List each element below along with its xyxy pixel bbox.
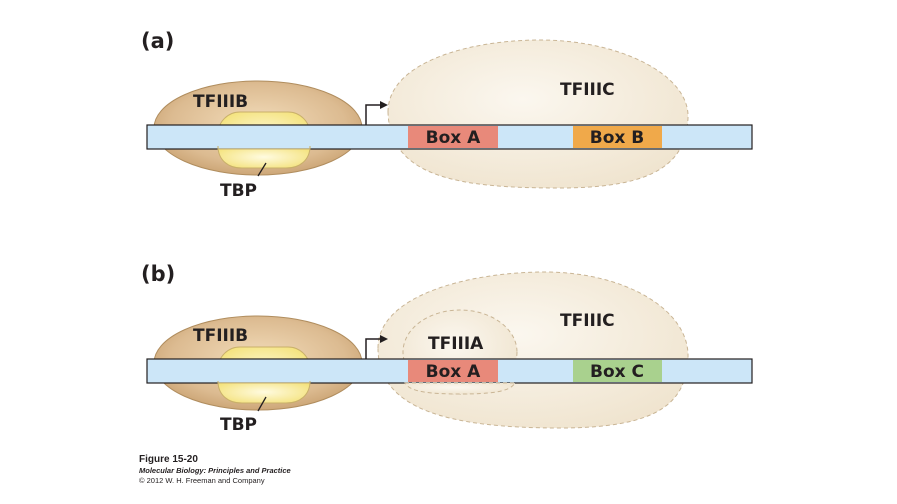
tfiiib-label-b: TFIIIB — [193, 326, 248, 346]
tbp-leader-line-b — [257, 396, 267, 412]
box-a-a — [408, 126, 498, 148]
panel-a-label: (a) — [141, 29, 174, 53]
tbp-label-b: TBP — [220, 415, 257, 435]
tbp-label-a: TBP — [220, 181, 257, 201]
box-a-label-b: Box A — [426, 362, 482, 382]
tfiiic-complex-a — [387, 39, 689, 189]
caption-book-title: Molecular Biology: Principles and Practi… — [139, 466, 291, 475]
arrowhead-b — [380, 335, 388, 343]
figure-caption: Figure 15-20 Molecular Biology: Principl… — [139, 454, 291, 486]
tfiiia-lower-b — [404, 382, 516, 395]
box-a-b — [408, 360, 498, 382]
tbp-lower-a — [217, 145, 311, 169]
tbp-lower-b — [217, 380, 311, 404]
box-a-label-a: Box A — [426, 128, 482, 148]
box-b-label-a: Box B — [590, 128, 644, 148]
arrowhead-a — [380, 101, 388, 109]
tfiiic-label-a: TFIIIC — [560, 80, 615, 100]
transcription-start-arrow-b — [365, 338, 384, 359]
tfiiib-label-a: TFIIIB — [193, 92, 248, 112]
box-c-label-b: Box C — [590, 362, 644, 382]
panel-b: (b) Box A Box C TFIIIB TFIIIC TFIIIA TBP — [141, 262, 753, 435]
box-c-b — [573, 360, 662, 382]
panel-a: (a) Box A Box B TFIIIB TFIIIC TBP — [141, 29, 753, 201]
tbp-leader-line-a — [257, 162, 267, 177]
caption-copyright: © 2012 W. H. Freeman and Company — [139, 476, 265, 485]
box-b-a — [573, 126, 662, 148]
panel-b-label: (b) — [141, 262, 175, 286]
caption-figure-number: Figure 15-20 — [139, 454, 198, 465]
transcription-start-arrow-a — [365, 104, 384, 125]
tfiiic-label-b: TFIIIC — [560, 311, 615, 331]
tfiiia-label-b: TFIIIA — [428, 334, 484, 354]
